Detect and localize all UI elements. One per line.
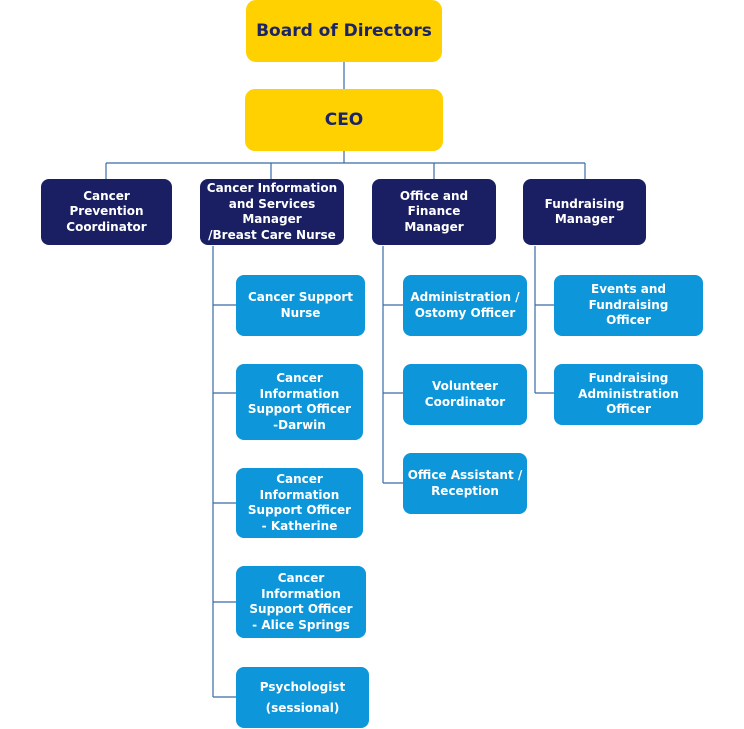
fundraising-administration-officer-box: Fundraising Administration Officer	[554, 364, 703, 425]
support-officer-katherine-box: Cancer Information Support Officer - Kat…	[236, 468, 363, 538]
office-assistant-reception-label: Office Assistant / Reception	[407, 468, 523, 498]
volunteer-coordinator-label: Volunteer Coordinator	[424, 379, 506, 409]
support-officer-darwin-box: Cancer Information Support Officer -Darw…	[236, 364, 363, 440]
cancer-information-manager-box: Cancer Information and Services Manager …	[200, 179, 344, 245]
volunteer-coordinator-box: Volunteer Coordinator	[403, 364, 527, 425]
cancer-information-manager-label: Cancer Information and Services Manager …	[206, 181, 338, 242]
events-fundraising-officer-box: Events and Fundraising Officer	[554, 275, 703, 336]
administration-ostomy-officer-label: Administration / Ostomy Officer	[410, 290, 520, 320]
cancer-support-nurse-label: Cancer Support Nurse	[247, 290, 354, 320]
support-officer-alice-springs-label: Cancer Information Support Officer - Ali…	[249, 571, 353, 632]
psychologist-label: Psychologist (sessional)	[259, 679, 346, 715]
board-of-directors-box: Board of Directors	[246, 0, 442, 62]
ceo-label: CEO	[324, 110, 364, 130]
office-finance-manager-label: Office and Finance Manager	[399, 188, 469, 234]
psychologist-box: Psychologist (sessional)	[236, 667, 369, 728]
fundraising-administration-officer-label: Fundraising Administration Officer	[578, 371, 679, 417]
cancer-support-nurse-box: Cancer Support Nurse	[236, 275, 365, 336]
board-of-directors-label: Board of Directors	[256, 21, 432, 41]
ceo-box: CEO	[245, 89, 443, 151]
support-officer-katherine-label: Cancer Information Support Officer - Kat…	[247, 472, 352, 533]
administration-ostomy-officer-box: Administration / Ostomy Officer	[403, 275, 527, 336]
fundraising-manager-label: Fundraising Manager	[544, 196, 625, 227]
office-assistant-reception-box: Office Assistant / Reception	[403, 453, 527, 514]
office-finance-manager-box: Office and Finance Manager	[372, 179, 496, 245]
cancer-prevention-coordinator-box: Cancer Prevention Coordinator	[41, 179, 172, 245]
events-fundraising-officer-label: Events and Fundraising Officer	[588, 282, 669, 328]
cancer-prevention-coordinator-label: Cancer Prevention Coordinator	[66, 188, 147, 234]
support-officer-darwin-label: Cancer Information Support Officer -Darw…	[247, 371, 352, 432]
fundraising-manager-box: Fundraising Manager	[523, 179, 646, 245]
support-officer-alice-springs-box: Cancer Information Support Officer - Ali…	[236, 566, 366, 638]
